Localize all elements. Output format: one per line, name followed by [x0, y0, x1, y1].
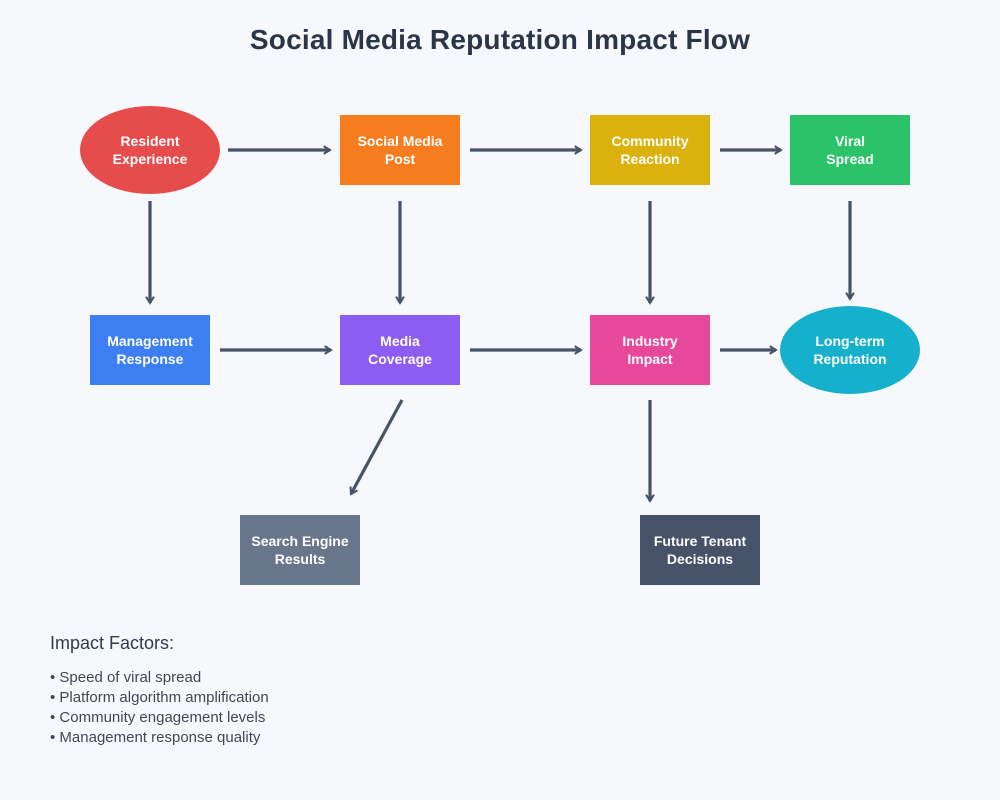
- node-label: Long-term Reputation: [813, 333, 887, 367]
- impact-factor-item: • Speed of viral spread: [50, 669, 202, 686]
- node-management-response: Management Response: [90, 315, 210, 385]
- node-industry-impact: Industry Impact: [590, 315, 710, 385]
- impact-factor-item: • Community engagement levels: [50, 709, 266, 726]
- node-future-tenant-decisions: Future Tenant Decisions: [640, 515, 760, 585]
- node-label: Viral Spread: [826, 133, 874, 167]
- impact-factors-heading: Impact Factors:: [50, 633, 175, 653]
- node-media-coverage: Media Coverage: [340, 315, 460, 385]
- node-label: Future Tenant Decisions: [653, 533, 747, 567]
- node-label: Search Engine Results: [251, 533, 349, 567]
- node-long-term-reputation: Long-term Reputation: [780, 306, 920, 394]
- node-label: Community Reaction: [611, 133, 689, 167]
- node-resident-experience: Resident Experience: [80, 106, 220, 194]
- impact-factors-section: Impact Factors: • Speed of viral spread …: [50, 633, 269, 748]
- node-label: Social Media Post: [357, 133, 443, 167]
- node-label: Media Coverage: [368, 333, 432, 367]
- node-viral-spread: Viral Spread: [790, 115, 910, 185]
- edge-media-coverage-to-search-engine-results: [349, 399, 404, 496]
- diagram-title: Social Media Reputation Impact Flow: [249, 24, 751, 55]
- impact-factor-item: • Platform algorithm amplification: [50, 689, 269, 706]
- node-label: Industry Impact: [622, 333, 678, 367]
- impact-factor-item: • Management response quality: [50, 729, 261, 746]
- node-social-media-post: Social Media Post: [340, 115, 460, 185]
- node-label: Management Response: [107, 333, 193, 367]
- node-search-engine-results: Search Engine Results: [240, 515, 360, 585]
- node-label: Resident Experience: [112, 133, 188, 167]
- node-community-reaction: Community Reaction: [590, 115, 710, 185]
